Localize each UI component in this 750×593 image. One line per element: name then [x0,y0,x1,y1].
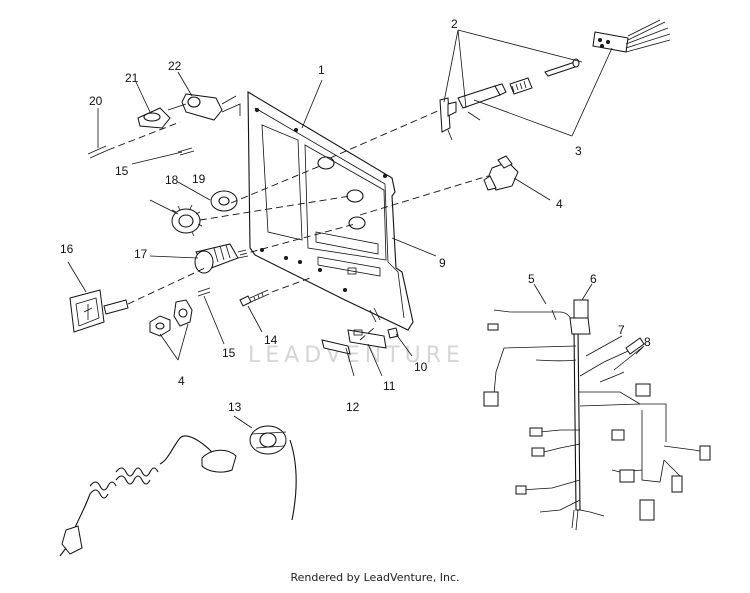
callout-7: 7 [618,323,625,337]
dash-panel [247,91,414,331]
callout-15-lower: 15 [222,346,236,360]
ignition-parts [69,190,249,333]
callout-12: 12 [346,400,360,414]
callout-14: 14 [264,333,278,347]
callout-21: 21 [125,71,139,85]
bracket-bezel [87,93,241,159]
callout-19: 19 [192,172,206,186]
footer-credit: Rendered by LeadVenture, Inc. [290,571,460,584]
lower-left-parts [149,287,270,337]
switch-assembly [439,19,671,141]
alignment-lines [107,109,489,341]
callout-18: 18 [165,173,179,187]
callout-13: 13 [228,400,242,414]
leader-lines [67,29,645,429]
clip-brackets [321,307,399,355]
callout-20: 20 [89,94,103,108]
callout-17: 17 [134,247,148,261]
wiring-harness [483,299,711,531]
callout-2: 2 [451,17,458,31]
callout-4-nuts: 4 [178,374,185,388]
callout-3: 3 [575,144,582,158]
callout-labels: 1 2 3 4 4 5 6 7 8 9 10 11 12 13 14 15 15… [60,17,651,414]
callout-15-upper: 15 [115,164,129,178]
watermark: LEADVENTURE [248,343,465,368]
callout-10: 10 [414,360,428,374]
callout-22: 22 [168,59,182,73]
callout-5: 5 [528,272,535,286]
rocker-switch [483,155,519,191]
callout-1: 1 [318,63,325,77]
callout-8: 8 [644,335,651,349]
tether-cord [59,425,297,557]
callout-9: 9 [439,256,446,270]
callout-11: 11 [383,379,396,393]
callout-6: 6 [590,272,597,286]
callout-16: 16 [60,242,74,256]
callout-4-switch: 4 [556,197,563,211]
